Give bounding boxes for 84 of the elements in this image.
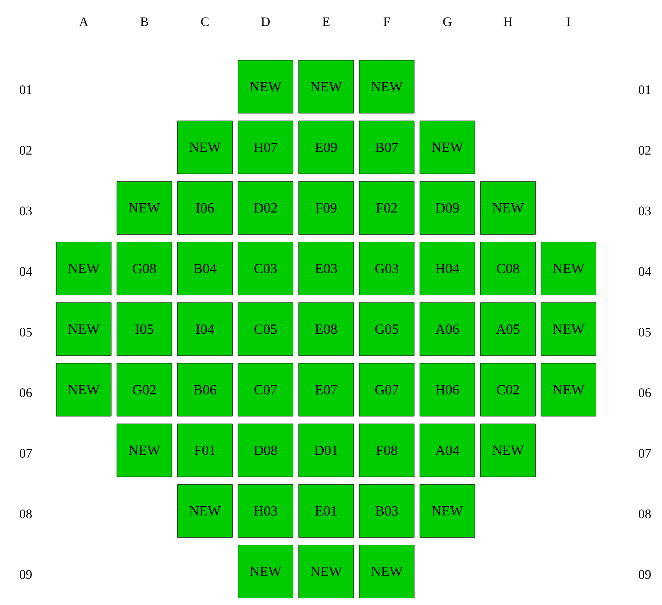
- row-label: 05: [20, 328, 32, 337]
- fuel-assembly-box: NEW: [116, 424, 172, 478]
- fuel-assembly-box: NEW: [298, 60, 354, 114]
- fuel-assembly-box: F08: [359, 424, 415, 478]
- fuel-assembly-box: NEW: [178, 484, 233, 538]
- row-label: 02: [20, 146, 32, 155]
- fuel-assembly-box: F09: [298, 182, 354, 235]
- row-label: 01: [20, 86, 32, 94]
- fuel-assembly-box: NEW: [56, 363, 112, 417]
- fuel-assembly-box: I05: [116, 302, 172, 356]
- fuel-assembly-box: G07: [359, 363, 415, 417]
- fuel-assembly-box: NEW: [359, 545, 415, 598]
- fuel-assembly-box: E07: [298, 363, 354, 417]
- fuel-assembly-box: D09: [420, 182, 476, 235]
- fuel-assembly-box: NEW: [541, 363, 596, 417]
- row-label: 02: [639, 146, 651, 155]
- fuel-assembly-box: C08: [480, 242, 536, 296]
- fuel-assembly-box: H06: [420, 363, 476, 417]
- fuel-assembly-box: F02: [359, 182, 415, 235]
- fuel-assembly-box: NEW: [541, 242, 596, 296]
- row-label: 07: [20, 449, 32, 458]
- fuel-assembly-box: NEW: [420, 120, 476, 174]
- fuel-assembly-box: D02: [238, 182, 294, 235]
- fuel-assembly-box: NEW: [116, 182, 172, 235]
- fuel-assembly-box: NEW: [480, 424, 536, 478]
- column-label: I: [567, 18, 570, 26]
- column-label: A: [79, 18, 89, 26]
- row-label: 07: [639, 449, 652, 458]
- fuel-assembly-box: E03: [298, 242, 354, 296]
- fuel-assembly-box: NEW: [359, 60, 415, 114]
- fuel-assembly-box: E09: [298, 120, 354, 174]
- fuel-assembly-box: H07: [238, 120, 294, 174]
- row-label: 08: [20, 510, 32, 519]
- column-label: B: [140, 18, 148, 26]
- fuel-assembly-box: NEW: [298, 545, 354, 598]
- fuel-assembly-box: B06: [178, 363, 233, 417]
- fuel-assembly-box: B03: [359, 484, 415, 538]
- row-label: 06: [639, 388, 652, 398]
- fuel-assembly-box: I04: [178, 302, 233, 356]
- fuel-assembly-box: C05: [238, 302, 294, 356]
- fuel-assembly-box: H03: [238, 484, 294, 538]
- fuel-assembly-box: C02: [480, 363, 536, 417]
- fuel-assembly-box: C07: [238, 363, 294, 417]
- row-label: 06: [20, 388, 32, 398]
- row-label: 03: [20, 206, 32, 216]
- row-label: 05: [639, 328, 651, 337]
- fuel-assembly-box: D01: [298, 424, 354, 478]
- fuel-assembly-box: NEW: [238, 545, 294, 598]
- fuel-assembly-box: A04: [420, 424, 476, 478]
- fuel-assembly-box: G03: [359, 242, 415, 296]
- column-label: H: [504, 18, 512, 26]
- fuel-assembly-box: A06: [420, 302, 476, 356]
- fuel-assembly-box: NEW: [238, 60, 294, 114]
- fuel-assembly-box: B07: [359, 120, 415, 174]
- fuel-assembly-box: I06: [178, 182, 233, 235]
- fuel-assembly-box: C03: [238, 242, 294, 296]
- column-label: C: [201, 18, 209, 26]
- fuel-assembly-box: D08: [238, 424, 294, 478]
- row-label: 08: [639, 510, 651, 519]
- fuel-assembly-box: E01: [298, 484, 354, 538]
- column-label: D: [261, 18, 270, 26]
- row-label: 09: [639, 570, 651, 580]
- fuel-assembly-box: F01: [178, 424, 233, 478]
- column-label: E: [322, 18, 330, 26]
- fuel-assembly-box: B04: [178, 242, 233, 296]
- row-label: 01: [639, 86, 651, 94]
- fuel-assembly-box: NEW: [178, 120, 233, 174]
- fuel-assembly-box: NEW: [56, 302, 112, 356]
- fuel-assembly-box: NEW: [56, 242, 112, 296]
- row-label: 04: [639, 267, 652, 276]
- fuel-assembly-box: E08: [298, 302, 354, 356]
- row-label: 04: [20, 267, 32, 276]
- column-label: F: [384, 18, 390, 26]
- fuel-assembly-box: NEW: [420, 484, 476, 538]
- fuel-assembly-box: H04: [420, 242, 476, 296]
- column-label: G: [443, 18, 452, 26]
- row-label: 09: [20, 570, 32, 580]
- fuel-assembly-box: A05: [480, 302, 536, 356]
- fuel-assembly-box: G02: [116, 363, 172, 417]
- fuel-assembly-box: G08: [116, 242, 172, 296]
- fuel-assembly-box: G05: [359, 302, 415, 356]
- row-label: 03: [639, 206, 651, 216]
- fuel-assembly-box: NEW: [480, 182, 536, 235]
- fuel-assembly-box: NEW: [541, 302, 596, 356]
